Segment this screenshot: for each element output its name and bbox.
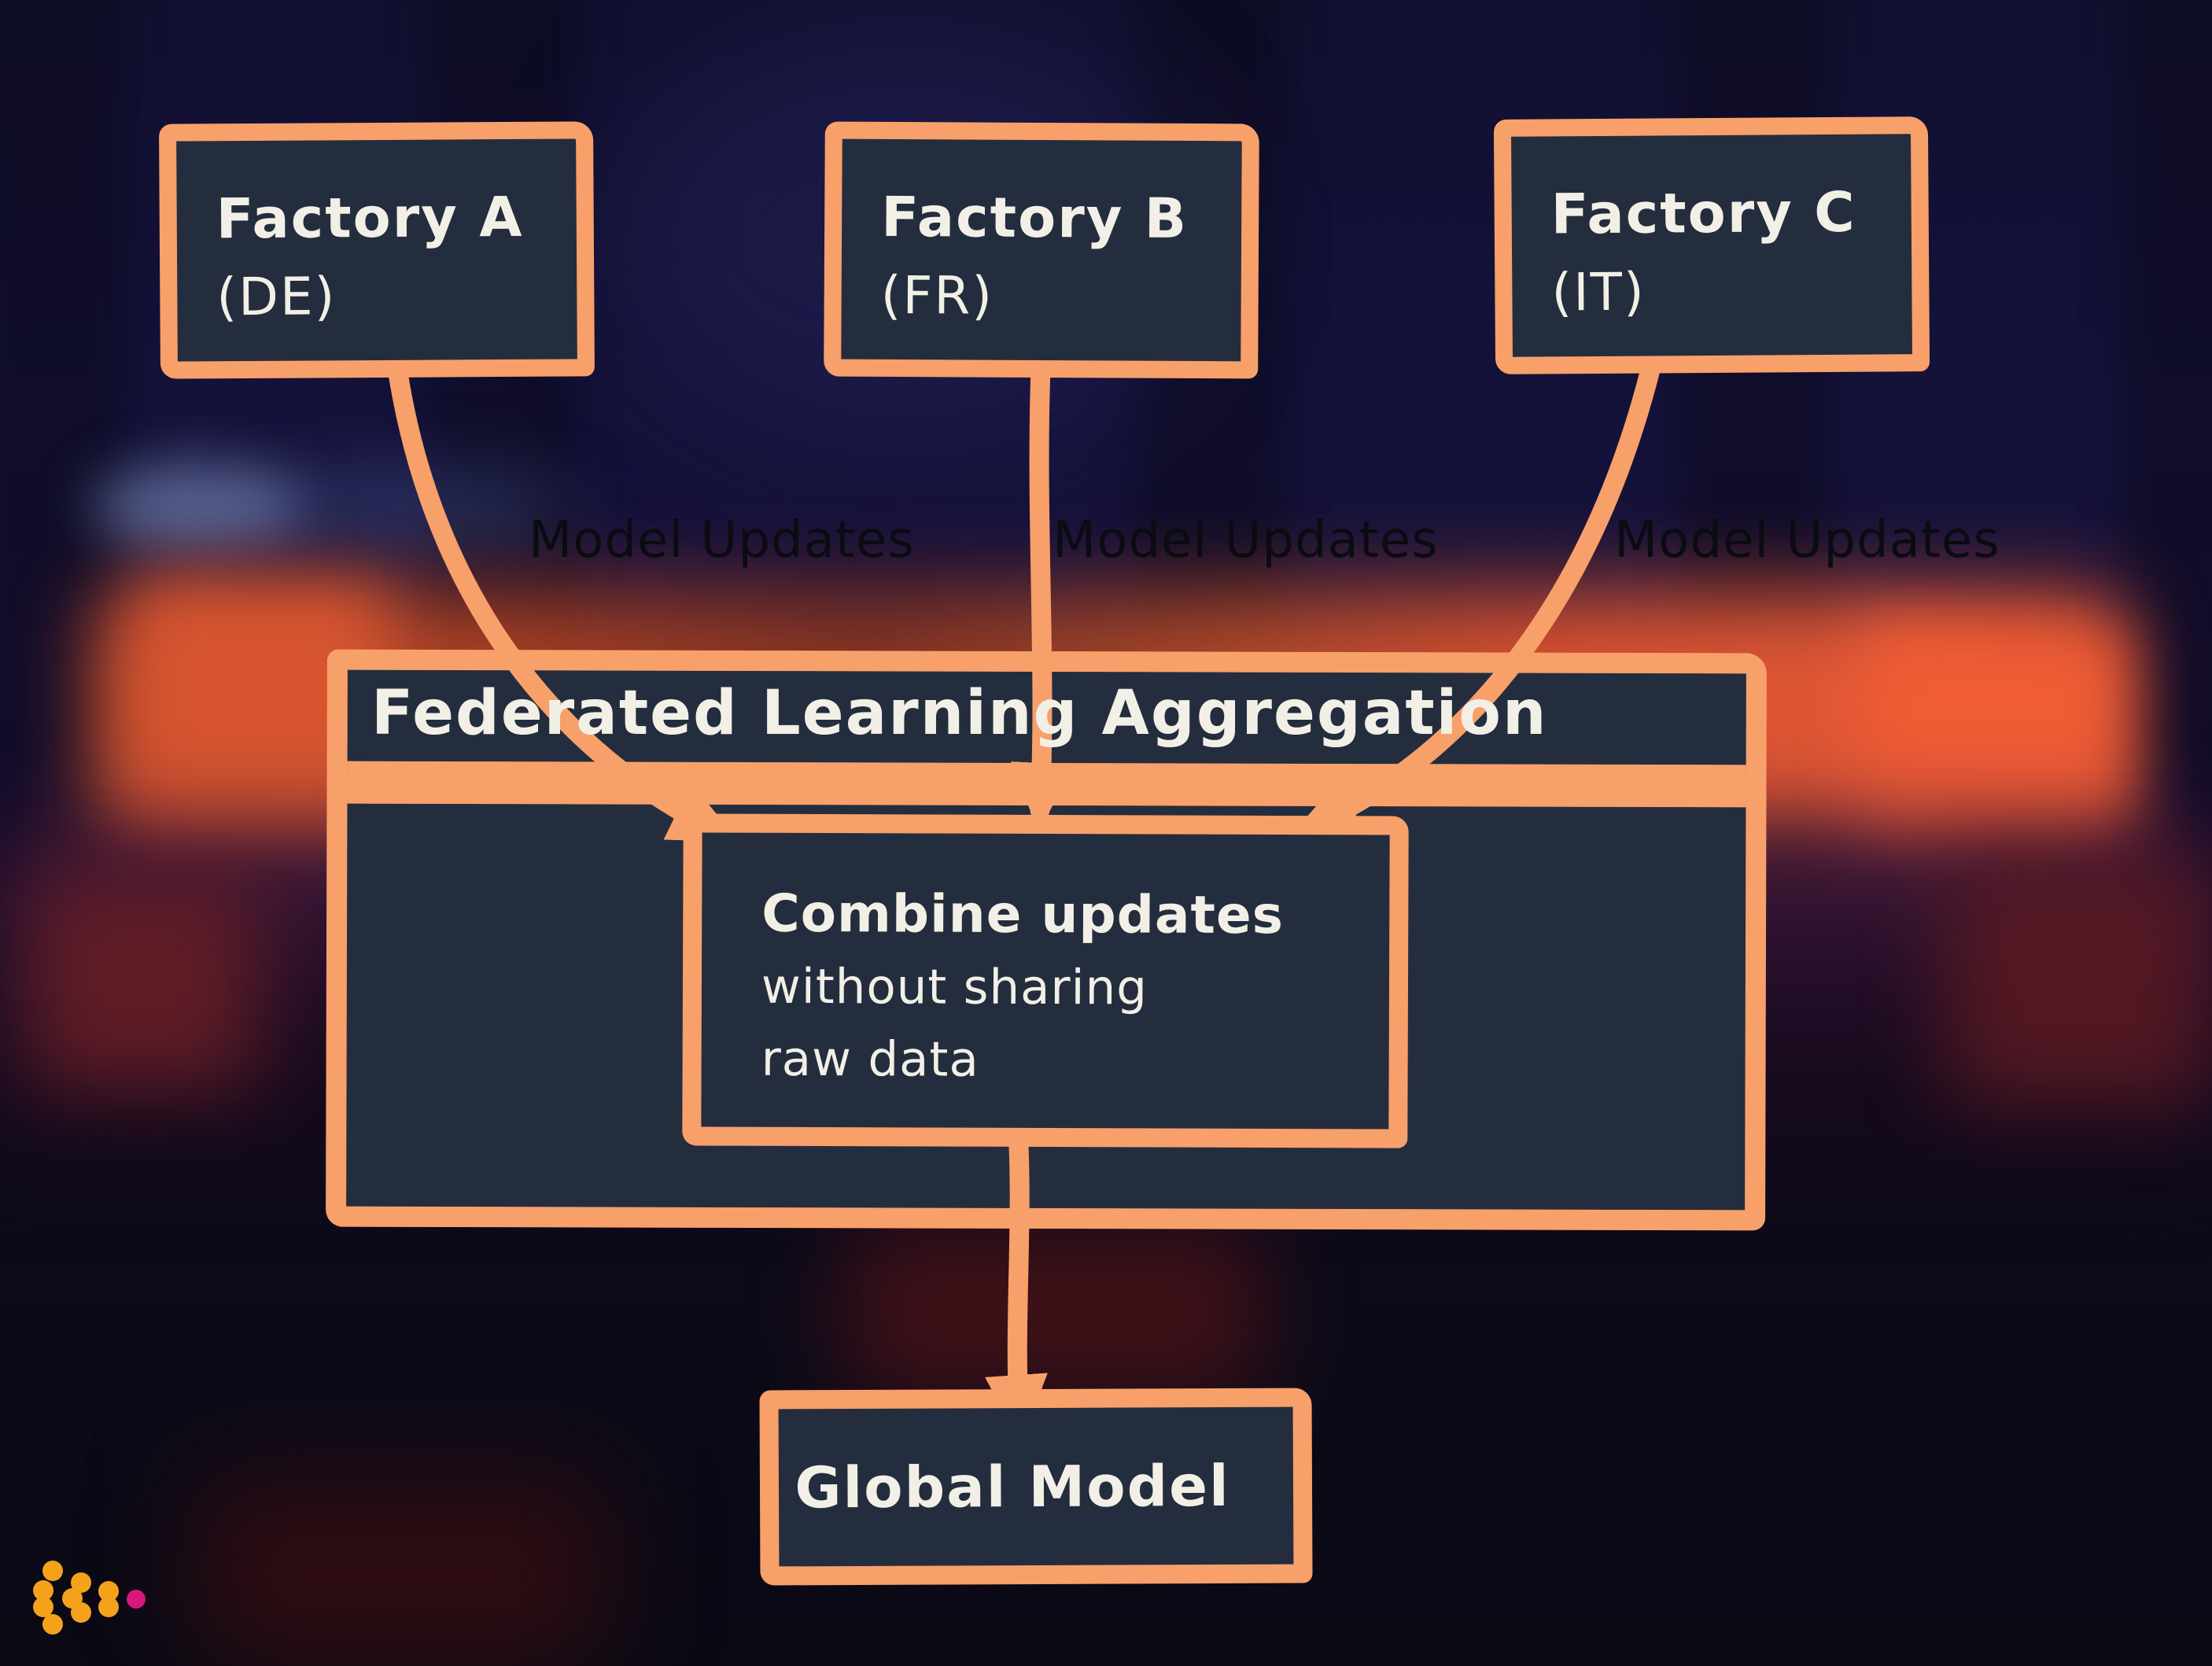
factory-a-title: Factory A (216, 184, 524, 252)
global-model-title: Global Model (794, 1452, 1230, 1521)
logo-pink-dot (127, 1590, 146, 1609)
factory-c-subtitle: (IT) (1551, 261, 1646, 323)
aggregation-title: Federated Learning Aggregation (371, 678, 1548, 749)
arrow-factory-c-to-combine (1289, 359, 1661, 838)
edge-label-model-updates-b: Model Updates (1053, 511, 1439, 569)
arrow-factory-a-to-combine (387, 358, 740, 842)
factory-b-subtitle: (FR) (880, 264, 994, 326)
node-factory-b: Factory B (FR) (824, 121, 1259, 379)
edge-label-model-updates-a: Model Updates (529, 511, 915, 569)
node-factory-c: Factory C (IT) (1493, 116, 1930, 374)
combine-line-1: Combine updates (761, 883, 1285, 946)
brand-logo (33, 1561, 146, 1635)
factory-a-subtitle: (DE) (216, 265, 337, 327)
node-combine-updates: Combine updates without sharing raw data (682, 813, 1409, 1148)
node-global-model: Global Model (759, 1388, 1313, 1586)
factory-b-title: Factory B (881, 184, 1189, 251)
edge-label-model-updates-c: Model Updates (1614, 511, 2000, 569)
factory-c-title: Factory C (1550, 179, 1856, 247)
combine-line-2: without sharing (761, 958, 1148, 1016)
node-factory-a: Factory A (DE) (159, 121, 595, 379)
arrow-combine-to-global (985, 1119, 1048, 1444)
combine-line-3: raw data (761, 1030, 979, 1088)
